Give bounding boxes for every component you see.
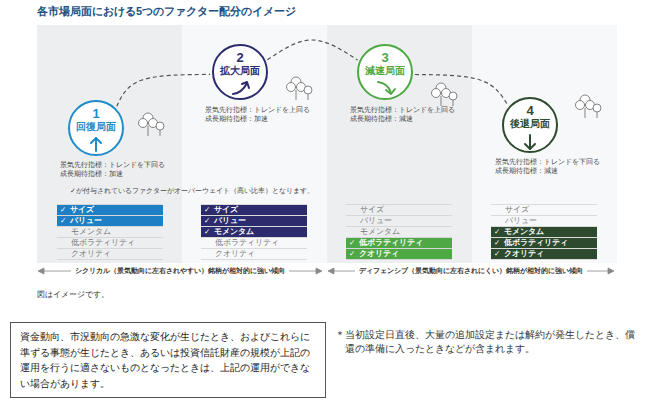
factor-bar: ✓クオリティ [346, 249, 452, 259]
factor-name: モメンタム [360, 227, 400, 237]
factor-name: 低ボラティリティ [359, 238, 423, 248]
factor-bar: ✓モメンタム [491, 227, 597, 237]
factor-name: クオリティ [504, 249, 544, 259]
cycle-connector [117, 74, 210, 106]
phase-number: 4 [526, 104, 533, 118]
factor-name: バリュー [70, 216, 102, 226]
factor-name: モメンタム [71, 227, 111, 237]
row-separator [201, 259, 307, 260]
factor-name: バリュー [360, 216, 392, 226]
row-separator [346, 204, 452, 205]
check-mark: ✓ [204, 216, 214, 226]
indicator-note: 成長期待指標：減速 [350, 115, 413, 123]
phase-circle: 2拡大局面 [212, 44, 268, 100]
down-right-arrow [378, 82, 395, 94]
row-separator [491, 204, 597, 205]
check-mark: ✓ [494, 238, 504, 248]
phase-circle: 1回復局面 [68, 100, 124, 156]
caption: 図はイメージです。 [37, 290, 109, 300]
indicator-note: 成長期待指標：加速 [60, 170, 123, 178]
check-mark: ✓ [60, 205, 70, 215]
row-separator [57, 226, 163, 227]
footnote: ＊当初設定日直後、大量の追加設定または解約が発生したとき、償還の準備に入ったとき… [335, 328, 640, 357]
phase-name: 拡大局面 [220, 65, 260, 77]
row-separator [201, 248, 307, 249]
factor-name: サイズ [70, 205, 94, 215]
check-mark: ✓ [60, 216, 70, 226]
circle-fill [358, 45, 412, 99]
check-mark: ✓ [204, 205, 214, 215]
factor-name: バリュー [214, 216, 246, 226]
factor-name: バリュー [505, 216, 537, 226]
phase-number: 3 [381, 51, 388, 65]
check-mark: ✓ [204, 227, 214, 237]
up-arrow [91, 138, 101, 151]
phase-circle: 3減速局面 [357, 44, 413, 100]
indicator-note: 景気先行指標：トレンドを上回る [350, 106, 455, 114]
factor-name: モメンタム [214, 227, 254, 237]
factor-bar: ✓モメンタム [201, 227, 307, 237]
row-separator [57, 259, 163, 260]
range-label: シクリカル（景気動向に左右されやすい）銘柄が相対的に強い傾向 [71, 266, 289, 276]
legend-note: ✓が付与されているファクターがオーバーウェイト（高い比率）となります。 [70, 187, 314, 195]
factor-bar: ✓低ボラティリティ [491, 238, 597, 248]
cycle-connector [415, 75, 508, 105]
check-mark: ✓ [349, 249, 359, 259]
factor-bar: ✓クオリティ [491, 249, 597, 259]
range-label: ディフェンシブ（景気動向に左右されにくい）銘柄が相対的に強い傾向 [355, 266, 587, 276]
row-separator [57, 248, 163, 249]
factor-name: サイズ [505, 205, 529, 215]
indicator-note: 景気先行指標：トレンドを下回る [60, 161, 165, 169]
factor-name: サイズ [360, 205, 384, 215]
cycle-connector [267, 40, 357, 60]
phase-number: 1 [92, 107, 99, 121]
factor-bar: ✓サイズ [201, 205, 307, 215]
phase-name: 後退局面 [510, 118, 550, 130]
factor-name: クオリティ [215, 249, 255, 259]
row-separator [57, 237, 163, 238]
factor-name: モメンタム [504, 227, 544, 237]
factor-bar: ✓バリュー [57, 216, 163, 226]
phase-panel [182, 25, 327, 263]
up-right-arrow [233, 82, 249, 94]
note-box: 資金動向、市況動向の急激な変化が生じたとき、およびこれらに準ずる事態が生じたとき… [10, 322, 326, 398]
phase-name: 回復局面 [76, 121, 116, 133]
row-separator [491, 259, 597, 260]
row-separator [346, 215, 452, 216]
factor-bar: ✓バリュー [201, 216, 307, 226]
factor-name: 低ボラティリティ [215, 238, 279, 248]
check-mark: ✓ [349, 238, 359, 248]
factor-name: サイズ [214, 205, 238, 215]
factor-name: 低ボラティリティ [504, 238, 568, 248]
circle-fill [503, 98, 557, 152]
check-mark: ✓ [494, 249, 504, 259]
phase-panel [327, 25, 472, 263]
tree-icon [139, 77, 602, 136]
diagram-title: 各市場局面における5つのファクター配分のイメージ [37, 4, 296, 19]
check-mark: ✓ [494, 227, 504, 237]
phase-number: 2 [236, 51, 243, 65]
circle-fill [69, 101, 123, 155]
indicator-note: 成長期待指標：減速 [495, 167, 558, 175]
row-separator [346, 259, 452, 260]
phase-name: 減速局面 [365, 65, 405, 77]
circle-fill [213, 45, 267, 99]
note-text: 資金動向、市況動向の急激な変化が生じたとき、およびこれらに準ずる事態が生じたとき… [20, 329, 316, 391]
factor-bar: ✓低ボラティリティ [346, 238, 452, 248]
indicator-note: 景気先行指標：トレンドを下回る [495, 158, 600, 166]
factor-bar: ✓サイズ [57, 205, 163, 215]
factor-name: 低ボラティリティ [71, 238, 135, 248]
phase-panel [37, 25, 182, 263]
row-separator [346, 226, 452, 227]
phase-panel [472, 25, 617, 263]
indicator-note: 成長期待指標：加速 [205, 115, 268, 123]
factor-name: クオリティ [71, 249, 111, 259]
row-separator [491, 215, 597, 216]
phase-circle: 4後退局面 [502, 97, 558, 153]
indicator-note: 景気先行指標：トレンドを上回る [205, 106, 310, 114]
factor-name: クオリティ [359, 249, 399, 259]
row-separator [201, 237, 307, 238]
down-arrow [525, 135, 535, 149]
